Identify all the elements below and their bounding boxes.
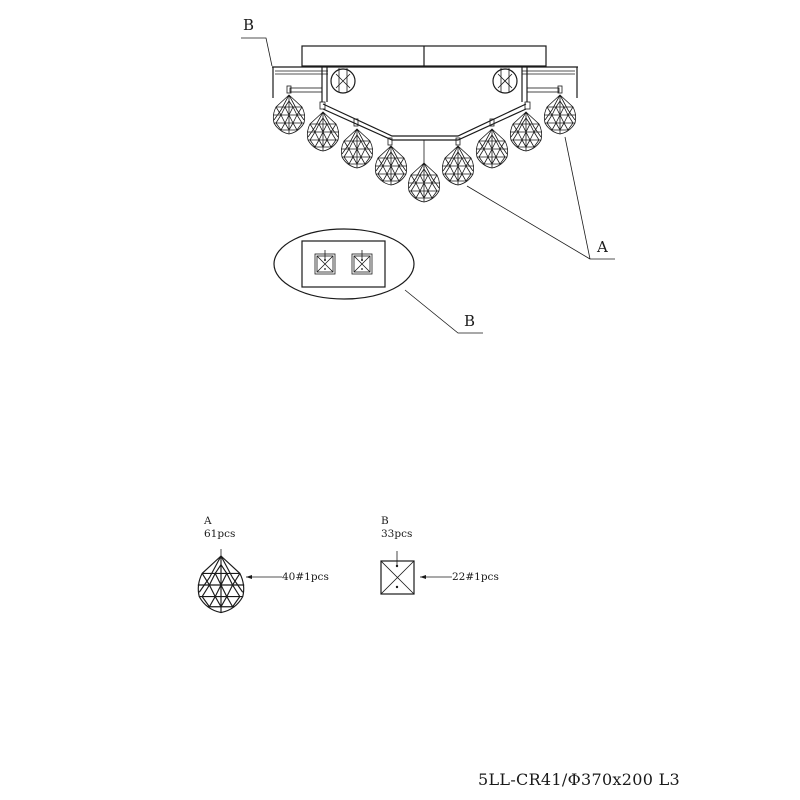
callout-b-detail: B: [464, 312, 476, 330]
crystal-ball-icon: [441, 145, 475, 186]
part-b-illustration: [380, 551, 452, 595]
part-a-label: A: [204, 515, 212, 527]
crystal-ball-icon: [509, 111, 543, 152]
part-b-quantity: 33pcs: [381, 528, 413, 540]
detail-b: [273, 228, 483, 334]
crystal-ball-icon: [374, 145, 408, 186]
crystal-ball-icon: [407, 162, 441, 203]
crystal-ball-icon: [543, 94, 577, 135]
callout-b-top: B: [243, 16, 255, 34]
leader-b-top: [241, 37, 273, 67]
crystal-ball-icon: [475, 128, 509, 169]
bulb-socket-left-icon: [330, 68, 356, 94]
leader-a: [466, 136, 615, 260]
canopy: [272, 45, 578, 168]
crystal-ball-icon: [340, 128, 374, 169]
bulb-socket-right-icon: [492, 68, 518, 94]
part-b-spec: 22#1pcs: [452, 571, 499, 583]
crystal-ball-icon: [306, 111, 340, 152]
crystal-ball-icon: [272, 94, 306, 135]
part-a-spec: 40#1pcs: [282, 571, 329, 583]
callout-a: A: [597, 238, 608, 256]
part-b-label: B: [381, 515, 389, 527]
part-a-illustration: [197, 549, 282, 614]
part-a-quantity: 61pcs: [204, 528, 236, 540]
crystal-ball-row: [272, 94, 577, 203]
title-block: 5LL-CR41/Φ370x200 L3: [478, 770, 680, 789]
